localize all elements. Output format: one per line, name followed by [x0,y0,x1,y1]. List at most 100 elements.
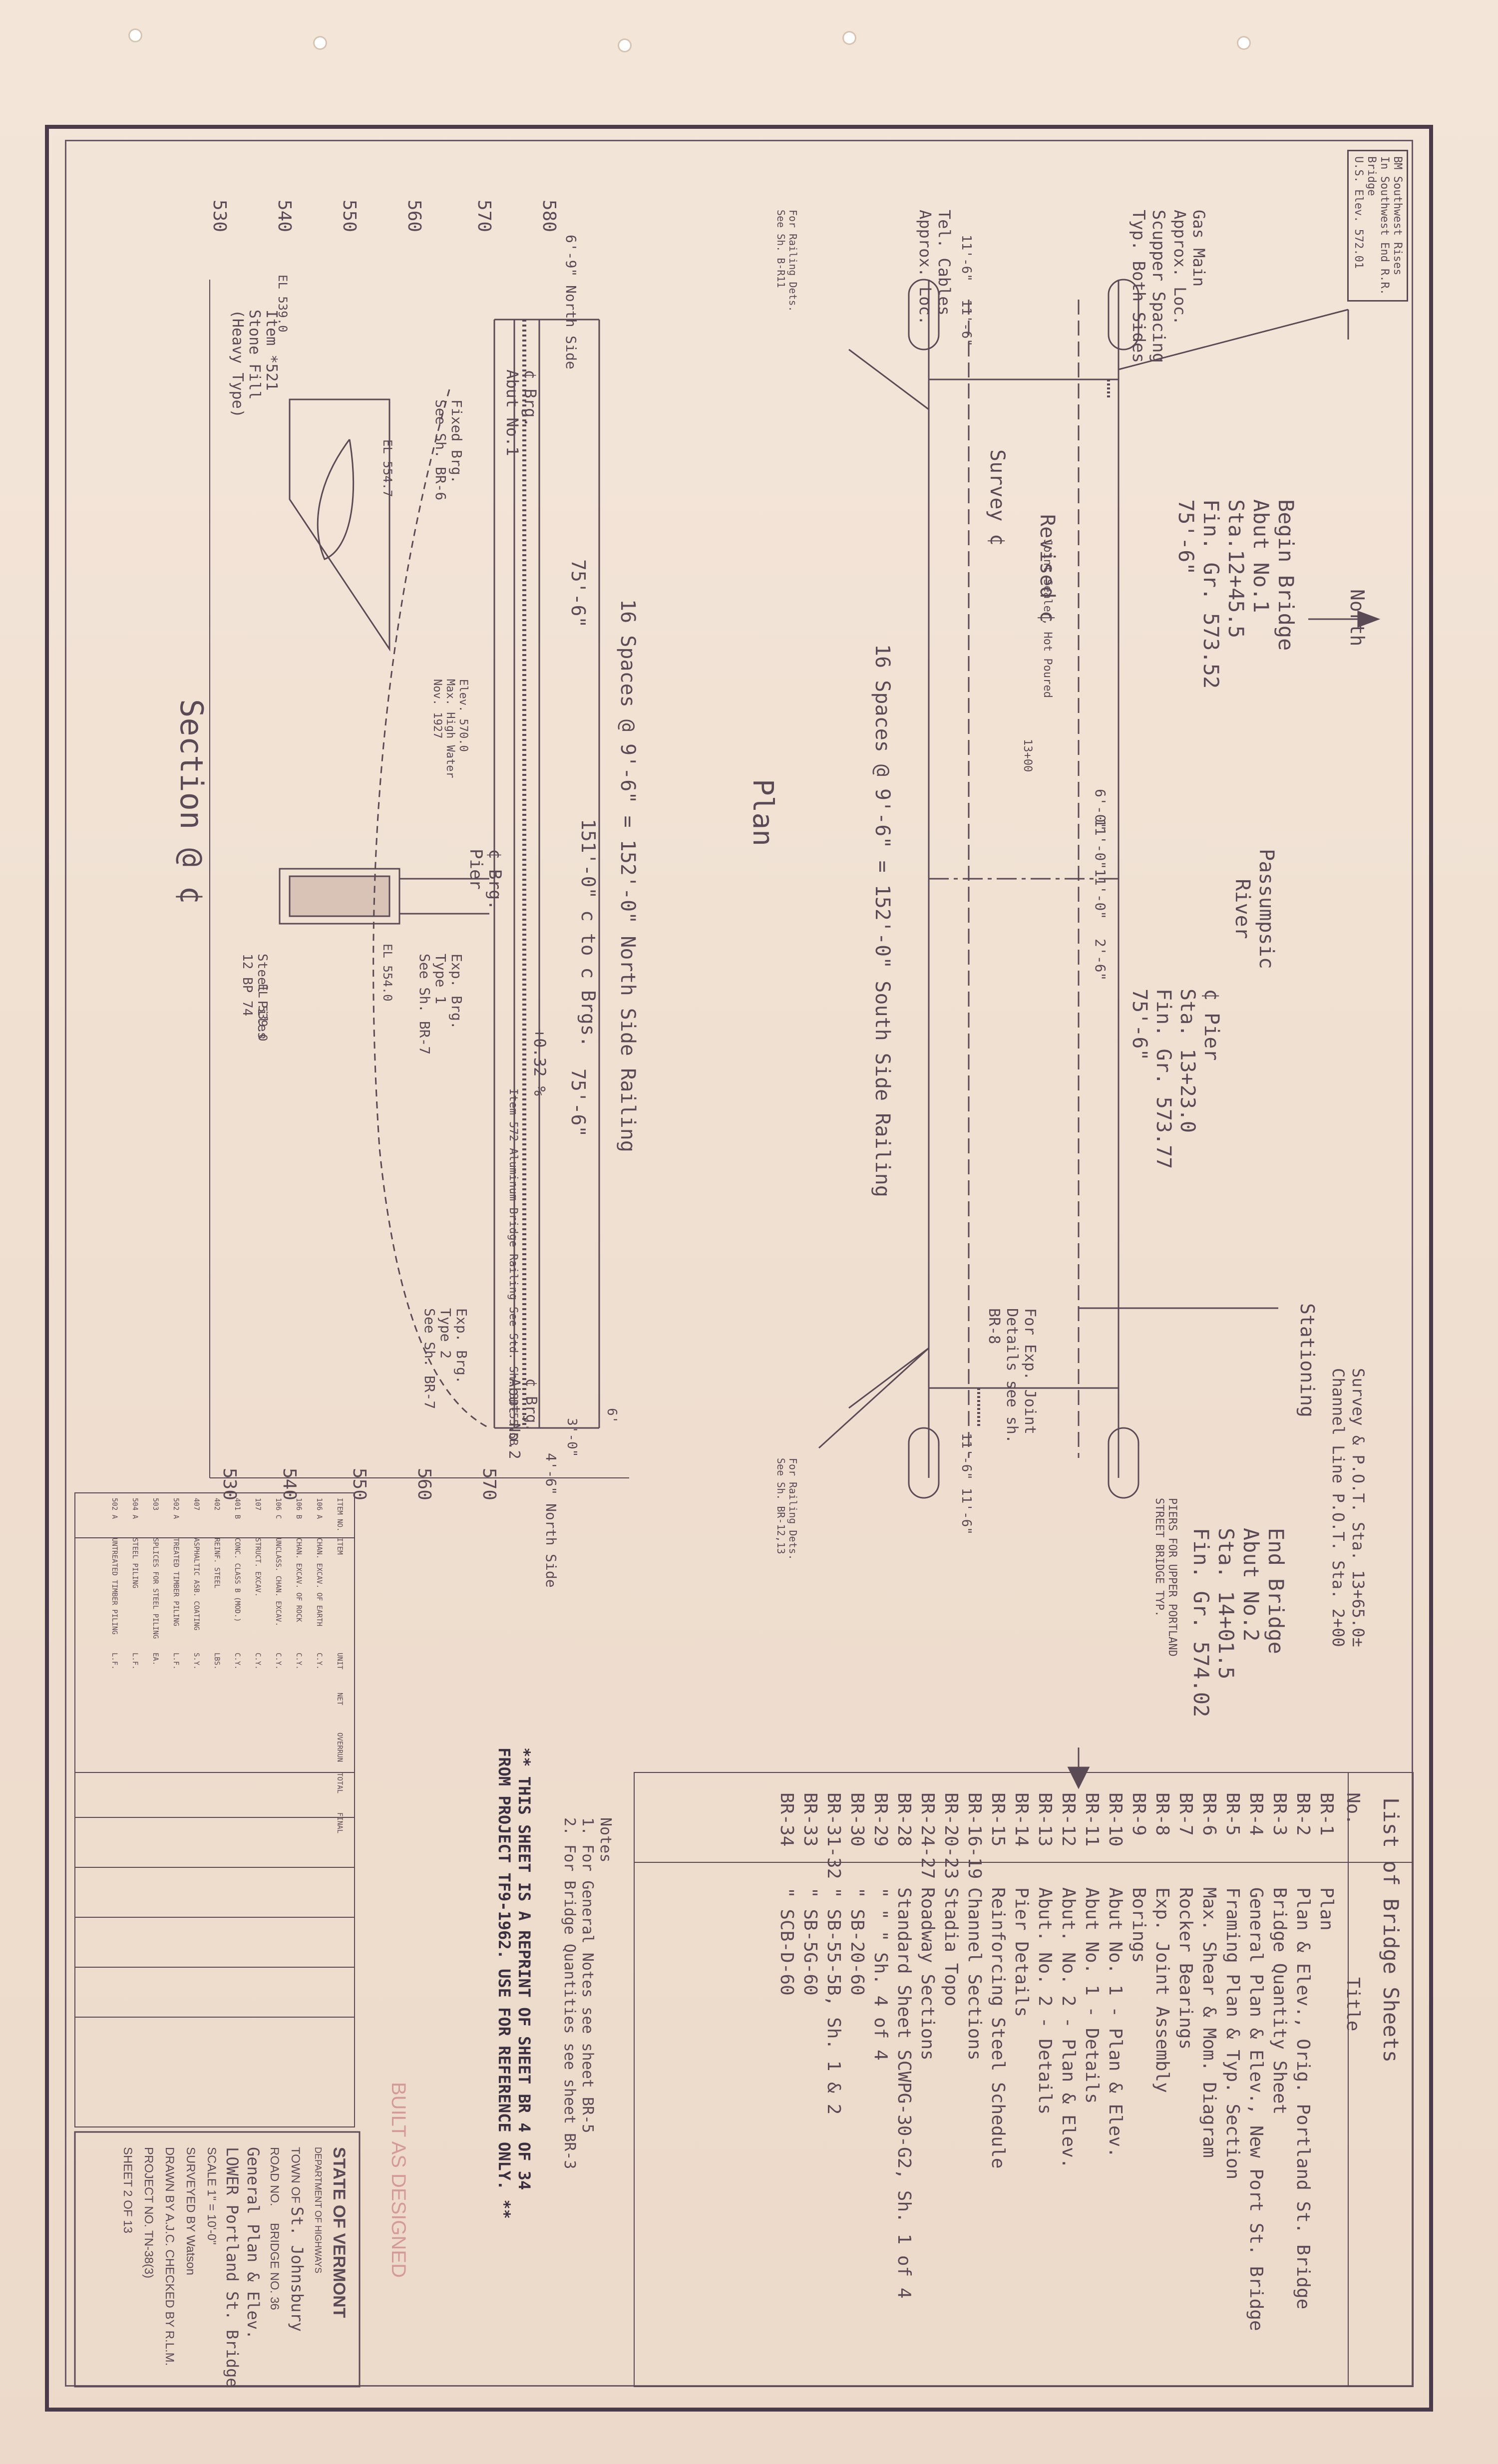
elevation-grid [209,280,629,1478]
quantities-cell: CHAN. EXCAV. OF EARTH [315,1538,323,1627]
reprint-line: ** THIS SHEET IS A REPRINT OF SHEET BR 4… [515,1748,534,2190]
end-bridge-line: Sta. 14+01.5 [1214,1528,1238,1680]
section-label-line: See Sh. BR-6 [432,399,449,501]
tb-dept: DEPARTMENT OF HIGHWAYS [313,2147,323,2274]
begin-bridge-note: Begin Bridge Abut No.1 Sta.12+45.5 Fin. … [1173,499,1298,689]
quantities-row: 107STRUCT. EXCAV.C.Y. [247,1498,268,1852]
tel-cables-note: Tel. Cables Approx. Loc. [916,210,954,325]
exp-joint-line: BR-8 [985,1308,1003,1345]
end-bridge-note: End Bridge Abut No.2 Sta. 14+01.5 Fin. G… [1188,1528,1288,1717]
sheet-list-no: BR-3 [1269,1792,1290,1836]
sheet-list-no: BR-11 [1082,1792,1102,1847]
sheet-list-no: BR-13 [1035,1792,1055,1847]
sheet-list-title-cell: " SB-20-60 [847,1887,867,1996]
section-label: Elev. 570.0 Max. High Water Nov. 1927 [430,679,469,778]
reprint-line: FROM PROJECT TF9-1962. USE FOR REFERENCE… [495,1748,514,2219]
span-dim: 75'-6" [567,1068,589,1137]
tb-label: BRIDGE NO. [268,2223,281,2294]
gas-main-line: Gas Main [1189,210,1208,287]
section-label: ¢ Brg. Abut No.1 [503,369,540,456]
plan-dim: 11'-6" [959,235,974,282]
section-label: Exp. Brg. Type 2 See Sh. BR-7 [421,1308,470,1409]
sheet-list-title-cell: Stadia Topo [941,1887,961,2007]
tb-label: OF [121,2200,134,2217]
tb-sheet-no: 2 [121,2190,134,2197]
tb-label: DRAWN BY [163,2147,176,2211]
section-label-line: Exp. Brg. [453,1308,470,1384]
survey-label-line: Survey & P.O.T. Sta. 13+65.0± [1349,1368,1368,1647]
pier-line: Fin. Gr. 573.77 [1152,989,1175,1169]
quantities-cell: SPLICES FOR STEEL PILING [151,1538,159,1639]
sheet-list-title-cell: Abut No. 1 - Details [1082,1887,1102,2104]
quantities-cell: L.F. [172,1653,180,1670]
punch-hole [315,37,326,48]
elevation-label: 550 [339,200,360,233]
abutment-1-section [289,398,390,652]
tel-cables-line: Tel. Cables [935,210,954,316]
quantities-header-cell: UNIT [336,1653,344,1670]
title-block-border [74,2131,361,2388]
exp-joint-line: Details see sh. [1003,1308,1021,1443]
quantities-cell: ASPHALTIC ASB. COATING [192,1538,200,1631]
sheet-list-no: BR-5 [1222,1792,1243,1836]
north-arrow [1308,610,1381,628]
sheet-list-no: BR-16-19 [964,1792,985,1879]
section-label-line: (Heavy Type) [229,310,246,418]
sheet-list-title-cell: Exp. Joint Assembly [1152,1887,1172,2093]
sheet-list-no: BR-15 [988,1792,1008,1847]
end-bridge-line: Fin. Gr. 574.02 [1189,1528,1213,1718]
plan-joint-hatch [977,379,1110,1428]
end-bridge-line: Abut No.2 [1239,1528,1263,1642]
sheet-list-no: BR-29 [870,1792,891,1847]
quantities-row: 407ASPHALTIC ASB. COATINGS.Y. [186,1498,206,1852]
sheet-list-title-cell: Abut No. 1 - Plan & Elev. [1105,1887,1125,2158]
railing-note-2: For Railing Dets. See Sh. BR-12,13 [775,1458,799,1560]
section-label-line: ¢ Brg. [485,849,505,910]
tb-bridge-no: 36 [268,2297,281,2310]
punch-hole [130,30,141,41]
sheet-list-no: BR-24-27 [917,1792,938,1879]
quantities-cell: 106 B [295,1498,303,1519]
section-label-line: Nov. 1927 [431,679,443,739]
plan-title: Plan [747,779,779,846]
tb-sheet-total: 13 [121,2220,134,2233]
tb-title1: General Plan & Elev. [244,2147,263,2340]
scupper-note: Scupper Spacing Typ. Both Sides [1128,210,1168,363]
section-label: EL 554.7 [380,439,394,497]
exp-joint-line: For Exp. Joint [1021,1308,1039,1434]
notes: Notes 1. For General Notes see sheet BR-… [560,1817,614,2169]
benchmark-line: Bridge [1365,156,1378,196]
plan-dim: 2'-6" [1092,939,1109,981]
quantities-cell: TREATED TIMBER PILING [172,1538,180,1627]
quantities-cell: L.F. [110,1653,118,1670]
sheet-list-no: BR-10 [1105,1792,1125,1847]
quantities-cell: STEEL PILING [131,1538,139,1589]
sheet-list-no: BR-2 [1293,1792,1313,1836]
sheet-list-title-cell: " " " Sh. 4 of 4 [870,1887,891,2061]
sheet-list-title-cell: Max. Shear & Mom. Diagram [1199,1887,1219,2158]
punch-hole [1238,37,1249,48]
pier-line: Sta. 13+23.0 [1176,989,1199,1133]
scupper-line: Typ. Both Sides [1128,210,1148,363]
section-label-line: 12 BP 74 [240,954,255,1017]
quantities-cell: REINF. STEEL [213,1538,221,1589]
section-label: Exp. Brg. Type 1 See Sh. BR-7 [416,954,465,1055]
piers-note-line: STREET BRIDGE TYP. [1153,1498,1165,1617]
sheet-border [45,125,1433,2412]
tb-label: SHEET [121,2147,134,2187]
benchmark-line: U.S. Elev. 572.01 [1352,156,1365,269]
plan-dim: 11'-6" [959,1488,974,1535]
c-to-c-dim: 151'-0" c to c Brgs. [577,819,599,1048]
quantities-cell: 401 B [233,1498,241,1519]
sheet-list-no: BR-14 [1011,1792,1032,1847]
section-label: Steel Piles 12 BP 74 [240,954,270,1040]
sheet-list-title-cell: Bridge Quantity Sheet [1269,1887,1290,2115]
quantities-grid [74,1492,355,2127]
exp-joint-note: For Exp. Joint Details see sh. BR-8 [985,1308,1039,1443]
quantities-cell: 502 A [172,1498,180,1519]
punch-hole [844,32,855,43]
tb-label: SCALE [205,2147,218,2186]
pier-section [279,868,489,925]
